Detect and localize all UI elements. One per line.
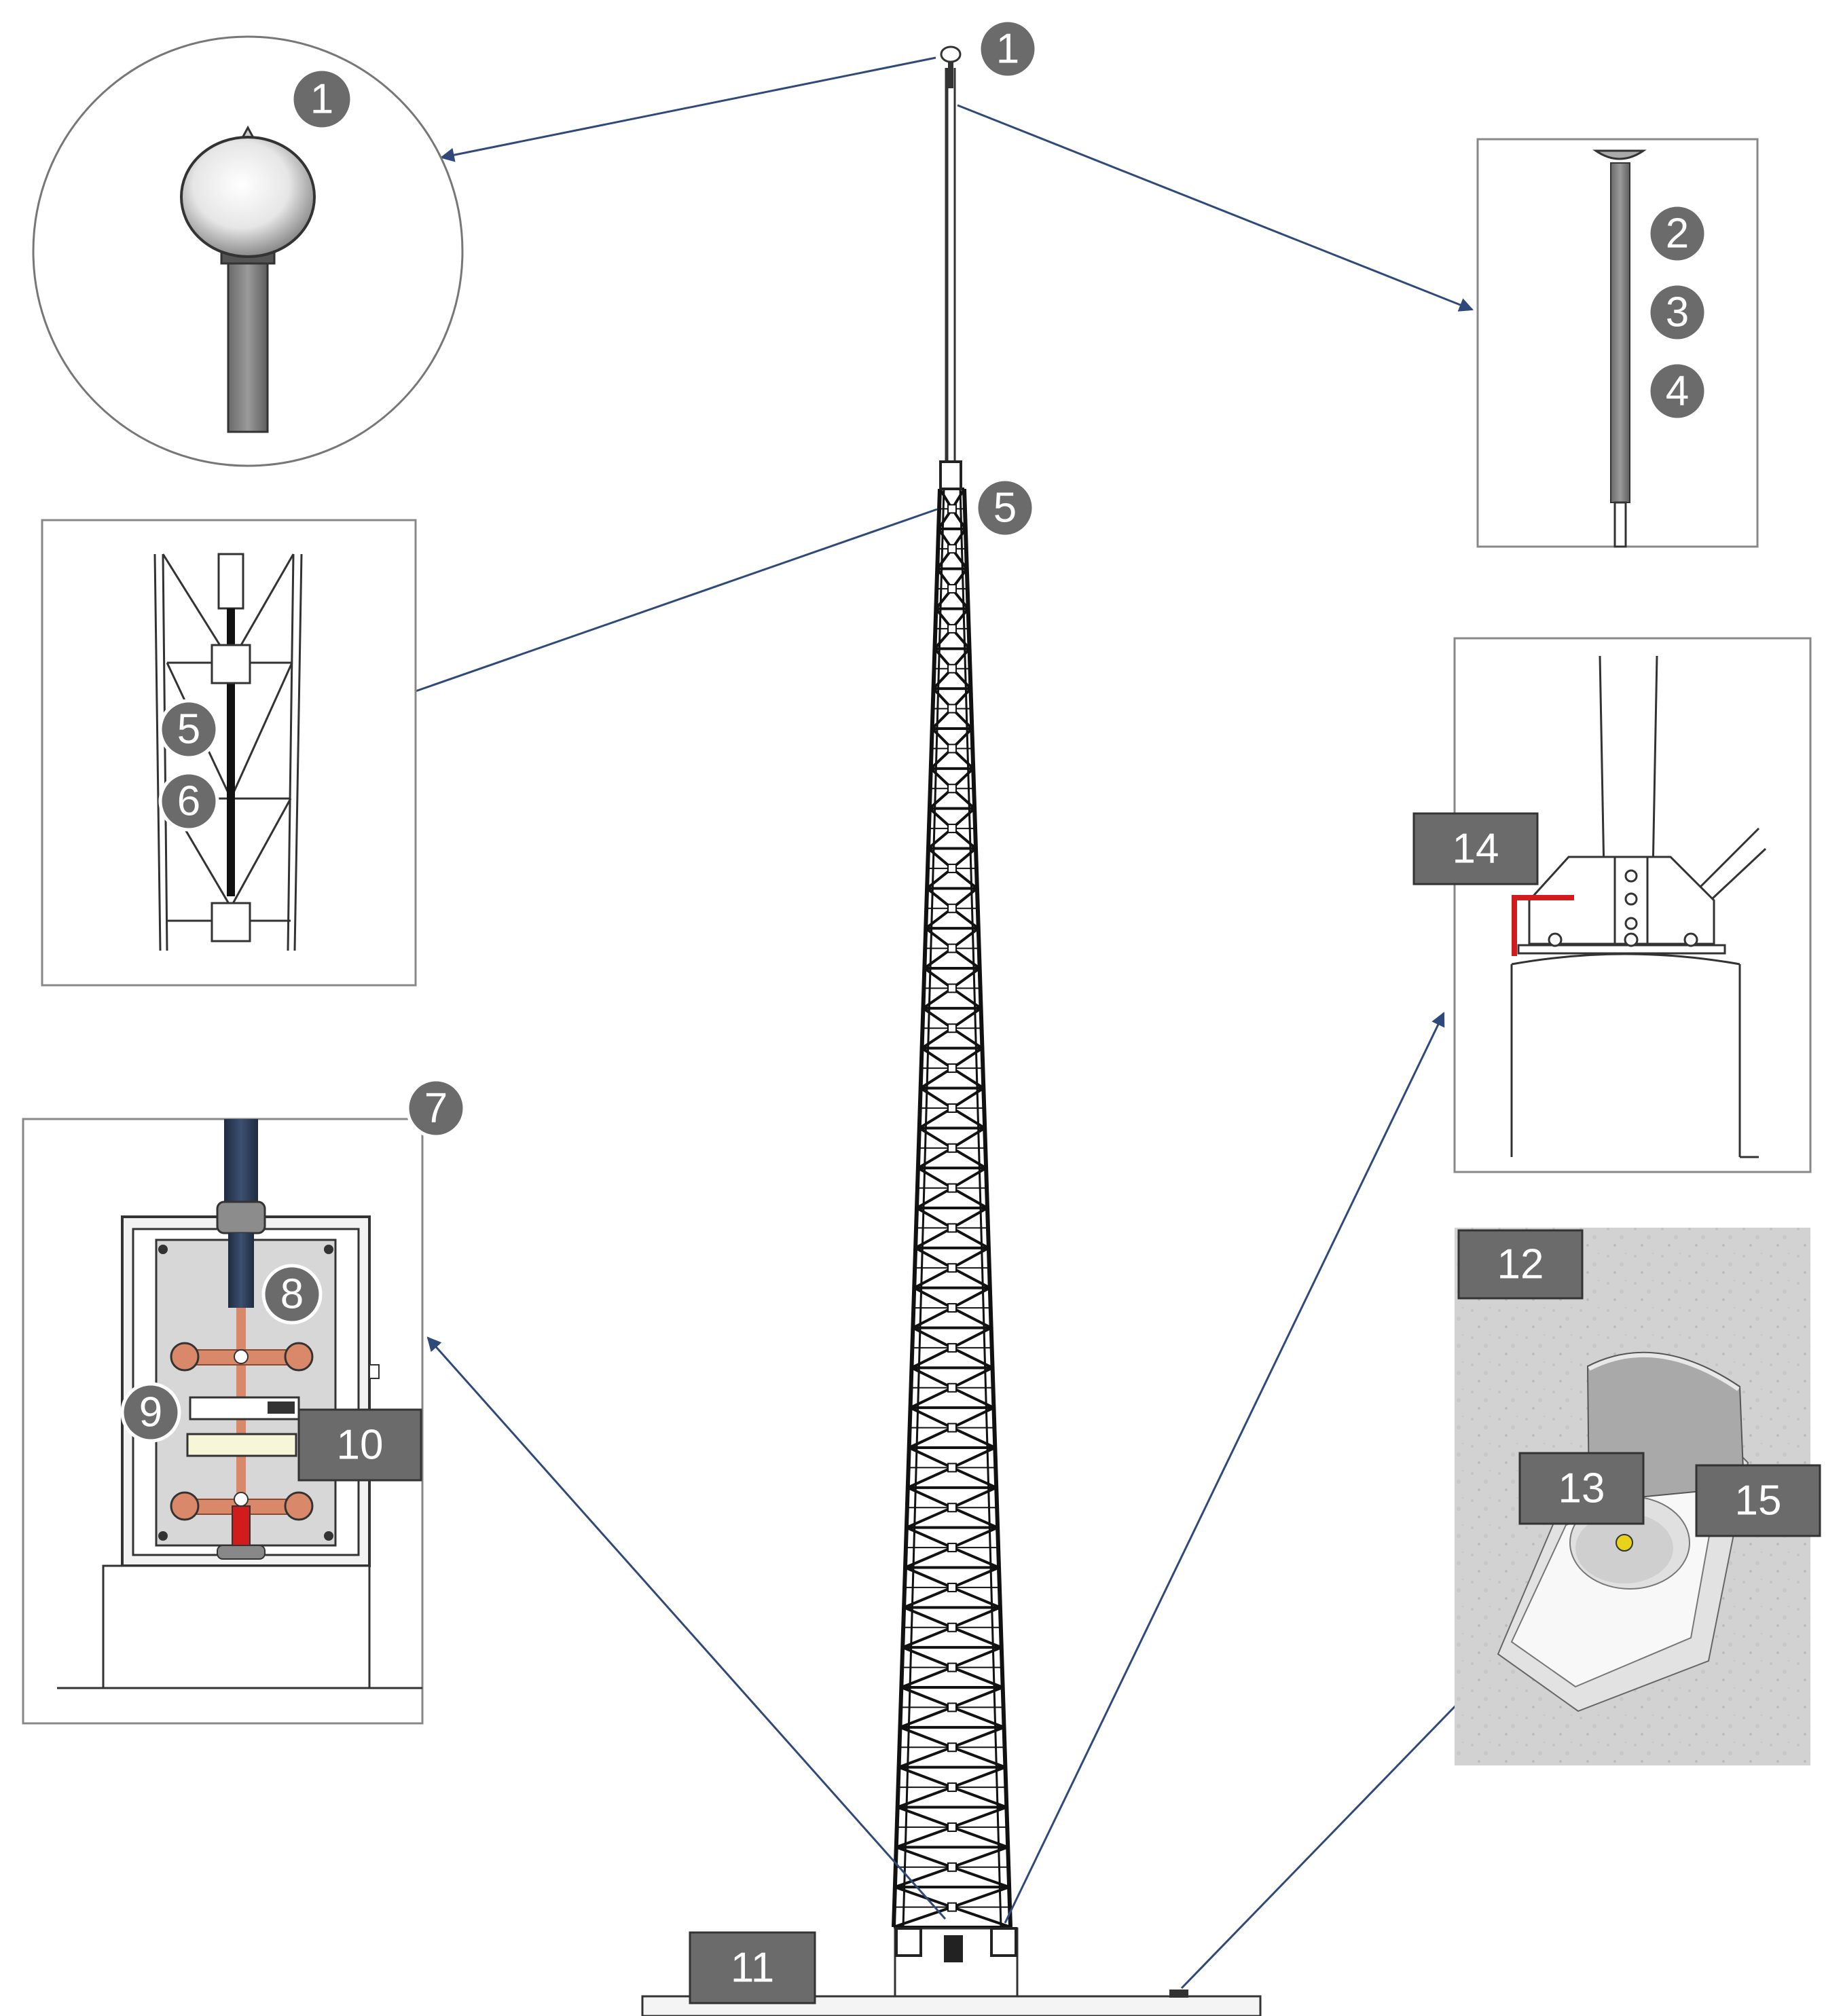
callout-7-label: 7 — [424, 1085, 448, 1132]
callout-6: 6 — [158, 771, 219, 832]
callout-3: 3 — [1647, 282, 1708, 343]
callout-12-label: 12 — [1497, 1241, 1544, 1288]
callout-15: 15 — [1695, 1464, 1821, 1537]
inset-lattice-section — [41, 519, 417, 987]
arrow-to-inset-14 — [1004, 1012, 1445, 1924]
callout-2-label: 2 — [1666, 210, 1689, 257]
air-terminal-mast — [939, 45, 962, 490]
callout-4: 4 — [1647, 361, 1708, 422]
callout-15-label: 15 — [1735, 1478, 1782, 1524]
callout-8-label: 8 — [280, 1271, 304, 1318]
inset-rod-sections — [1476, 138, 1759, 548]
callout-4-label: 4 — [1666, 368, 1689, 415]
callout-11: 11 — [689, 1931, 816, 2004]
callout-6-label: 6 — [177, 778, 200, 825]
callout-13-label: 13 — [1558, 1465, 1605, 1512]
ground-base — [641, 1927, 1262, 2016]
callout-13: 13 — [1518, 1452, 1645, 1525]
callout-3-label: 3 — [1666, 289, 1689, 336]
inset-air-terminal — [32, 35, 464, 467]
callout-1-top: 1 — [977, 18, 1038, 79]
callout-12: 12 — [1457, 1229, 1584, 1300]
callout-11-label: 11 — [731, 1945, 774, 1992]
callout-1-inset: 1 — [290, 67, 354, 131]
callout-2: 2 — [1647, 203, 1708, 264]
arrow-to-inset-7 — [426, 1336, 947, 1920]
callout-9-label: 9 — [139, 1389, 162, 1436]
arrow-to-inset-rod — [957, 104, 1474, 312]
callout-5-top-label: 5 — [993, 485, 1017, 532]
callout-1-inset-label: 1 — [310, 76, 333, 123]
callout-9: 9 — [120, 1382, 181, 1443]
inset-foot-plate — [1453, 637, 1812, 1173]
arrow-to-inset-1 — [439, 56, 936, 162]
air-terminal-icon — [940, 45, 962, 63]
callout-5-inset: 5 — [158, 699, 219, 760]
callout-10: 10 — [297, 1408, 422, 1482]
callout-14: 14 — [1412, 812, 1539, 885]
callout-8: 8 — [261, 1264, 323, 1325]
callout-10-label: 10 — [337, 1422, 384, 1469]
lattice-tower — [892, 488, 1012, 1928]
callout-5-top: 5 — [974, 477, 1036, 538]
callout-7: 7 — [405, 1078, 467, 1139]
callout-5-inset-label: 5 — [177, 706, 200, 753]
callout-14-label: 14 — [1453, 826, 1499, 873]
callout-1-top-label: 1 — [996, 26, 1019, 73]
